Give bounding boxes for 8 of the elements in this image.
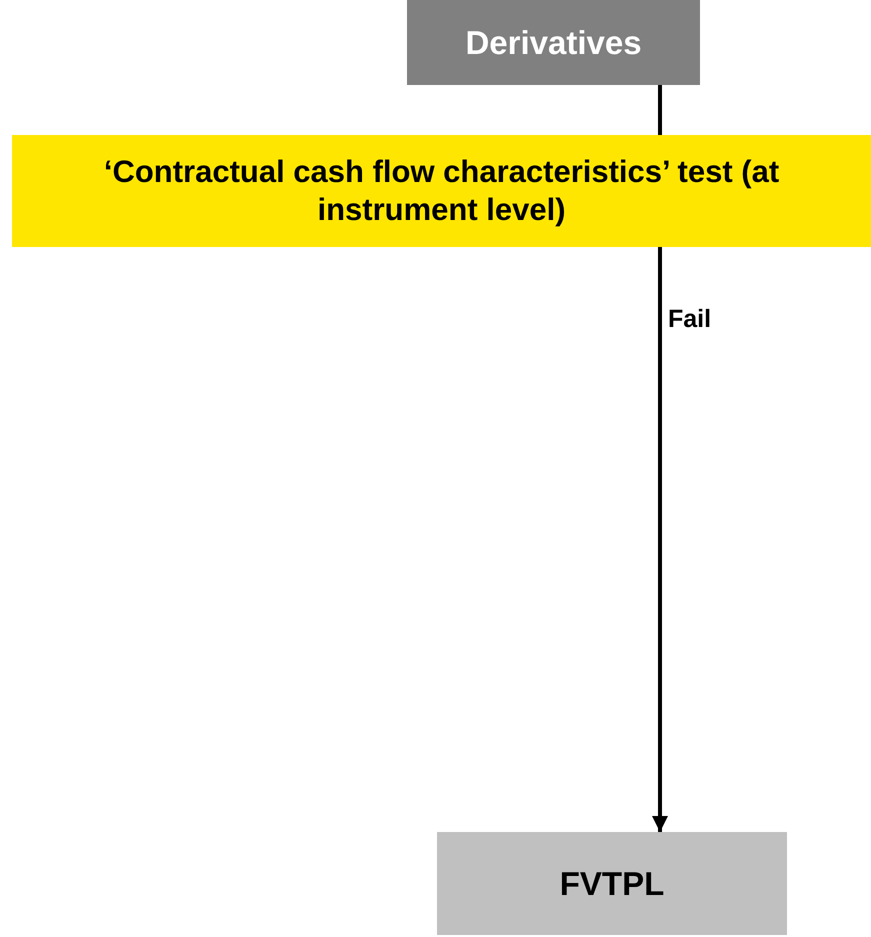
- node-label: ‘Contractual cash flow characteristics’ test (at instrument level): [102, 153, 780, 229]
- test-band: [12, 135, 871, 247]
- node-label: FVTPL: [560, 864, 664, 904]
- connector-line: [658, 85, 662, 135]
- node-label: Derivatives: [465, 22, 642, 63]
- process-box: [407, 0, 700, 85]
- arrow: [652, 247, 668, 832]
- result-box: [437, 832, 787, 935]
